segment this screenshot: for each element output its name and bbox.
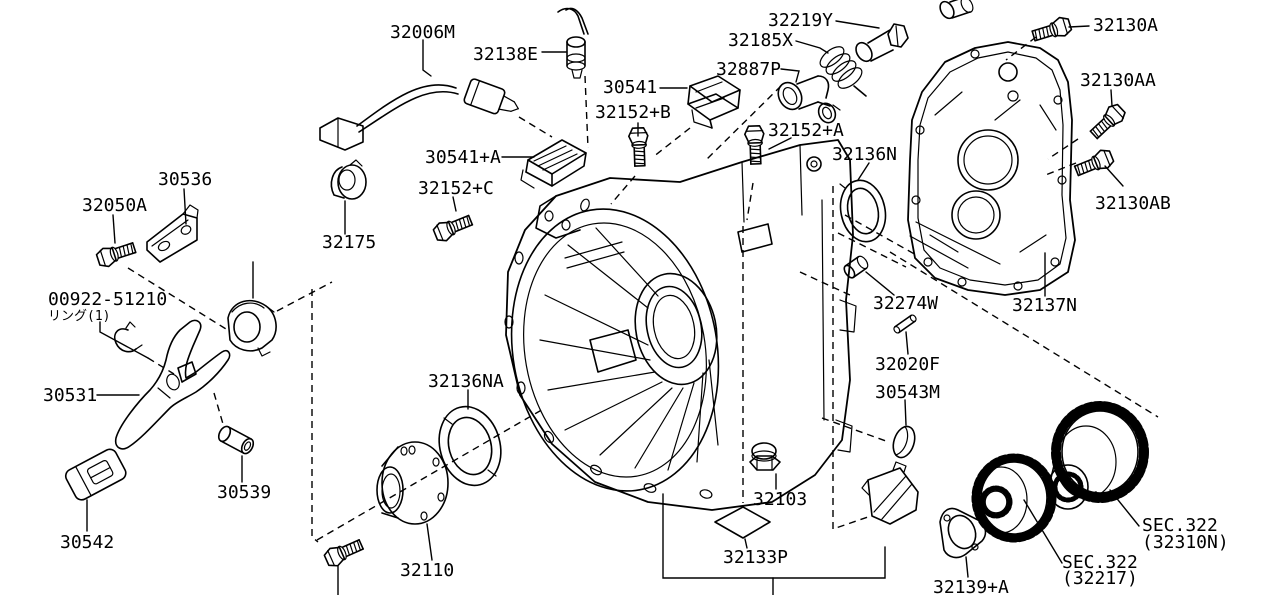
- part-label-30541[interactable]: 30541: [603, 77, 657, 98]
- drain-plug-32103-drawing: [750, 443, 780, 470]
- bolt-32130AA-drawing: [1086, 100, 1129, 143]
- part-label-32130A[interactable]: 32130A: [1093, 15, 1158, 36]
- part-label-32110[interactable]: 32110: [400, 560, 454, 581]
- bolt-32050A-drawing: [94, 238, 139, 270]
- part-label-32185X[interactable]: 32185X: [728, 30, 793, 51]
- part-label-00922-51210[interactable]: 00922-51210: [48, 289, 167, 310]
- part-label-32103[interactable]: 32103: [753, 489, 807, 510]
- cap-30543M-drawing: [890, 424, 919, 461]
- part-label-32133P[interactable]: 32133P: [723, 547, 788, 568]
- bushing-32274W-drawing: [842, 254, 870, 279]
- part-label-32152B[interactable]: 32152+B: [595, 102, 671, 123]
- part-label-sec322-32217-2[interactable]: (32217): [1062, 568, 1138, 589]
- rear-case-drawing: [908, 42, 1075, 295]
- part-label-32136N[interactable]: 32136N: [832, 144, 897, 165]
- neutral-switch-32138E-drawing: [558, 8, 588, 78]
- part-label-32219Y[interactable]: 32219Y: [768, 10, 833, 31]
- switch-bracket-drawing: [862, 462, 918, 524]
- part-label-32050A[interactable]: 32050A: [82, 195, 147, 216]
- gasket-32133P-drawing: [715, 507, 770, 538]
- part-labels: 32006M 32138E 30541 32219Y 32185X 32887P…: [43, 10, 1229, 595]
- part-label-ring-note: リング(1): [48, 309, 110, 324]
- part-label-30531[interactable]: 30531: [43, 385, 97, 406]
- boot-30542-drawing: [63, 447, 128, 502]
- check-valve-32219Y-drawing: [853, 0, 976, 64]
- oil-gutter-32175-drawing: [331, 160, 366, 199]
- bracket-30536-drawing: [147, 205, 198, 262]
- bell-housing-drawing: [490, 140, 856, 510]
- part-label-32175[interactable]: 32175: [322, 232, 376, 253]
- part-label-30539[interactable]: 30539: [217, 482, 271, 503]
- leader-lines: [87, 21, 1139, 595]
- bolt-32130A-drawing: [1029, 14, 1074, 46]
- shim-30541A-drawing: [521, 140, 586, 188]
- pin-30539-drawing: [216, 424, 255, 455]
- part-label-30541A[interactable]: 30541+A: [425, 147, 501, 168]
- part-label-32152A[interactable]: 32152+A: [768, 120, 844, 141]
- part-label-sec322-32310n-1[interactable]: SEC.322: [1142, 515, 1218, 536]
- part-label-32274W[interactable]: 32274W: [873, 293, 938, 314]
- gear-sec322-32310N-drawing: [1048, 406, 1144, 509]
- part-label-32138E[interactable]: 32138E: [473, 44, 538, 65]
- bolt-32152C-drawing: [431, 211, 476, 245]
- gear-sec322-32217-drawing: [975, 458, 1052, 538]
- gasket-32139A-drawing: [940, 509, 985, 558]
- speedo-cable-32006M-drawing: [320, 78, 523, 150]
- part-label-30542[interactable]: 30542: [60, 532, 114, 553]
- bearing-retainer-30502-drawing: [228, 301, 276, 356]
- part-label-32006M[interactable]: 32006M: [390, 22, 455, 43]
- part-label-32887P[interactable]: 32887P: [716, 59, 781, 80]
- part-label-32130AB[interactable]: 32130AB: [1095, 193, 1171, 214]
- assembly-axis-lines: [128, 37, 1158, 542]
- bolt-32130AB-drawing: [1071, 146, 1116, 180]
- seal-32136NA-drawing: [431, 400, 510, 493]
- part-label-32130AA[interactable]: 32130AA: [1080, 70, 1156, 91]
- part-label-32152C[interactable]: 32152+C: [418, 178, 494, 199]
- part-label-30536[interactable]: 30536: [158, 169, 212, 190]
- part-label-32139A[interactable]: 32139+A: [933, 577, 1009, 595]
- release-fork-30531-drawing: [116, 320, 230, 448]
- part-label-30543M[interactable]: 30543M: [875, 382, 940, 403]
- part-label-sec322-32217-1[interactable]: SEC.322: [1062, 552, 1138, 573]
- seal-32136N-drawing: [835, 176, 891, 246]
- part-label-32136NA[interactable]: 32136NA: [428, 371, 504, 392]
- snap-ring-00922-drawing: [115, 322, 142, 352]
- breather-cover-30541-drawing: [688, 76, 740, 128]
- spring-32185X-drawing: [817, 43, 866, 96]
- breather-tube-32887P-drawing: [774, 76, 840, 125]
- bolt-flange-drawing: [321, 535, 366, 570]
- companion-flange-32110-drawing: [377, 442, 448, 524]
- part-label-32137N[interactable]: 32137N: [1012, 295, 1077, 316]
- part-label-32020F[interactable]: 32020F: [875, 354, 940, 375]
- pin-32020F-drawing: [893, 314, 917, 334]
- part-label-sec322-32310n-2[interactable]: (32310N): [1142, 532, 1229, 553]
